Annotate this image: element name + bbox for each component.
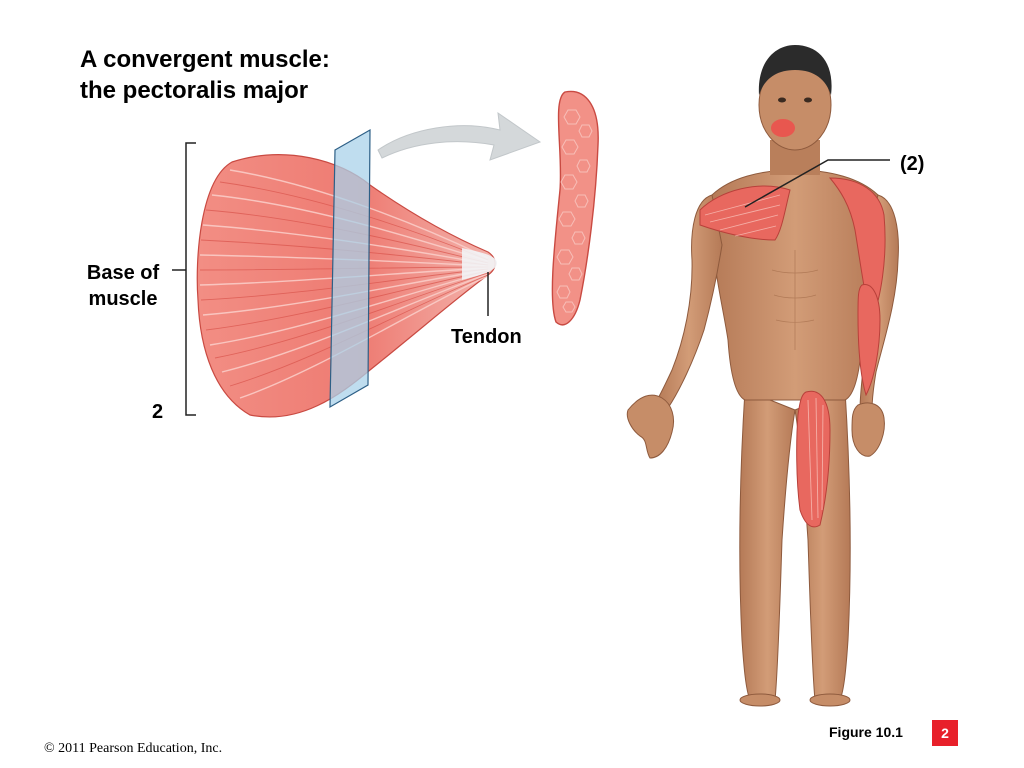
bracket-number-label: 2	[152, 401, 164, 423]
copyright-text: © 2011 Pearson Education, Inc.	[44, 741, 223, 756]
title-line-2: the pectoralis major	[80, 77, 309, 104]
muscle-cross-section	[551, 90, 599, 326]
base-of-muscle-label: Base of muscle	[68, 260, 178, 312]
base-label-line-2: muscle	[88, 288, 158, 310]
base-label-line-1: Base of	[86, 262, 160, 284]
human-body-figure	[626, 45, 899, 707]
curved-arrow-icon	[377, 111, 542, 161]
callout-label: (2)	[900, 153, 925, 175]
face-muscle-highlight	[771, 119, 795, 137]
callout-leader-line	[744, 159, 890, 208]
cross-section-plane	[329, 128, 371, 409]
figure-number: Figure 10.1	[829, 724, 903, 740]
base-bracket	[172, 142, 196, 416]
title-line-1: A convergent muscle:	[80, 46, 330, 73]
page-number-badge: 2	[932, 720, 958, 746]
figure-title: A convergent muscle: the pectoralis majo…	[80, 44, 330, 106]
tendon-label: Tendon	[451, 326, 522, 348]
